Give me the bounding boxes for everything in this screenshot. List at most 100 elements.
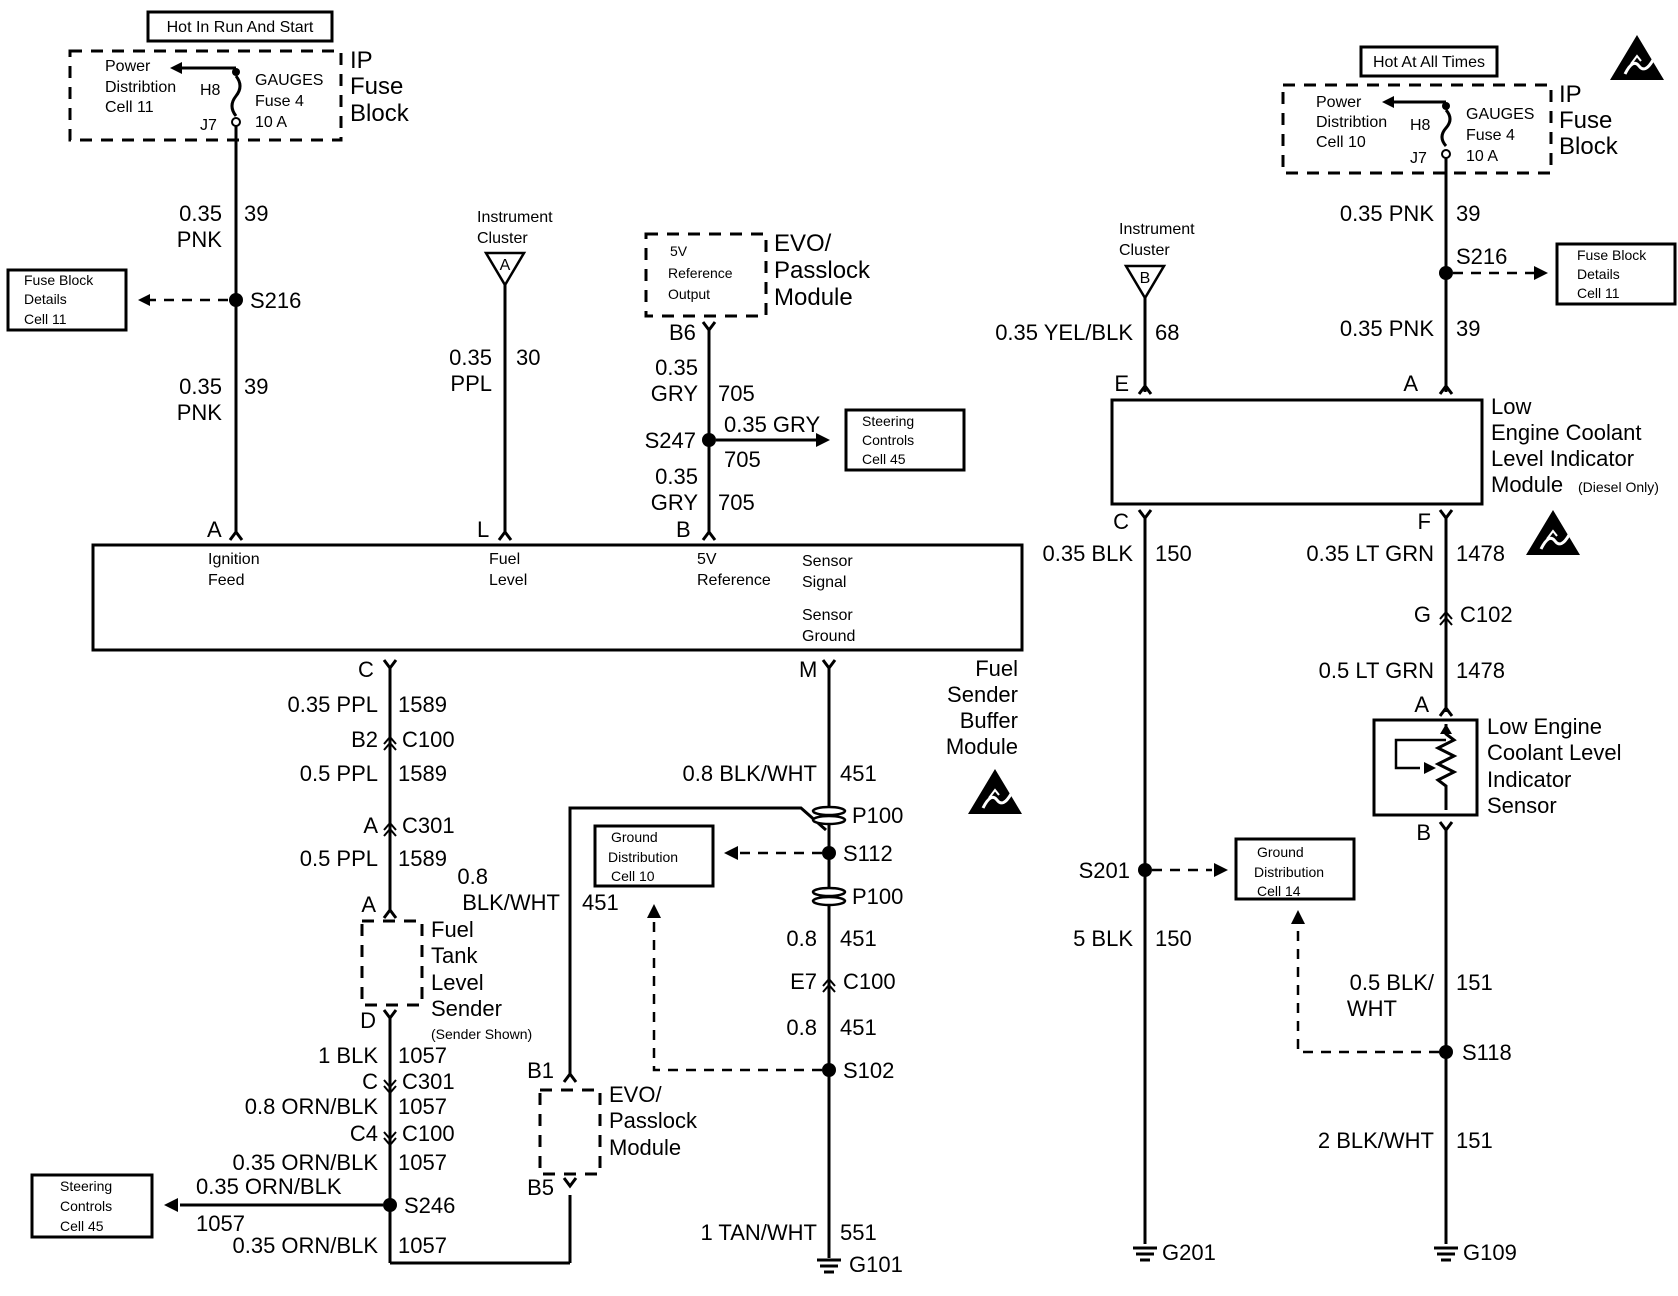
svg-text:D: D [360,1008,376,1033]
svg-text:0.35 PNK: 0.35 PNK [1340,201,1434,226]
svg-text:0.35: 0.35 [655,464,698,489]
svg-text:A: A [363,813,378,838]
svg-text:5V: 5V [697,551,717,568]
svg-text:0.35 PNK: 0.35 PNK [1340,316,1434,341]
svg-text:0.8 BLK/WHT: 0.8 BLK/WHT [683,761,817,786]
svg-text:451: 451 [840,1015,877,1040]
svg-text:P100: P100 [852,803,903,828]
svg-text:E: E [1114,371,1129,396]
ref-fuse-block-right: Fuse Block Details Cell 11 [1555,242,1677,306]
svg-text:Sensor: Sensor [802,607,853,624]
right-power-header: Hot At All Times [1359,45,1499,78]
svg-text:GAUGES: GAUGES [1466,106,1534,123]
svg-text:C100: C100 [843,969,896,994]
svg-text:Cell 45: Cell 45 [862,451,906,467]
svg-text:Cell 11: Cell 11 [105,99,154,116]
svg-text:G109: G109 [1463,1240,1517,1265]
svg-text:0.35 LT GRN: 0.35 LT GRN [1306,541,1434,566]
svg-text:Details: Details [1577,266,1620,282]
svg-text:S246: S246 [404,1193,455,1218]
svg-text:Distribution: Distribution [608,849,678,865]
svg-text:EVO/: EVO/ [609,1082,662,1107]
svg-text:0.8: 0.8 [786,926,817,951]
svg-text:B: B [676,517,691,542]
svg-text:Cell 10: Cell 10 [611,868,655,884]
svg-text:PPL: PPL [450,371,492,396]
svg-text:1 TAN/WHT: 1 TAN/WHT [700,1220,817,1245]
p100-top-connector: P100 [811,803,903,828]
svg-text:S102: S102 [843,1058,894,1083]
svg-text:C: C [362,1069,378,1094]
svg-text:Reference: Reference [668,265,733,281]
svg-text:PNK: PNK [177,227,223,252]
svg-text:EVO/: EVO/ [774,230,832,257]
instrument-cluster-a: Instrument Cluster A 0.35 PPL 30 [449,209,553,534]
svg-text:1057: 1057 [196,1211,245,1236]
svg-text:C100: C100 [402,1121,455,1146]
svg-text:Module: Module [946,734,1018,759]
svg-text:Instrument: Instrument [1119,221,1195,238]
ground-g109-icon [1434,1246,1458,1262]
svg-text:Low Engine: Low Engine [1487,714,1602,739]
svg-text:G: G [1414,602,1431,627]
evo-passlock-bottom: B1 EVO/ Passlock Module B5 0.8 BLK/WHT 4… [457,806,827,1200]
svg-text:Cell 11: Cell 11 [24,311,67,327]
svg-text:1057: 1057 [398,1094,447,1119]
svg-text:Sender: Sender [431,996,502,1021]
svg-text:WHT: WHT [1347,996,1397,1021]
svg-text:S216: S216 [250,288,301,313]
svg-text:G201: G201 [1162,1240,1216,1265]
wire-fuel-level-chain: C 0.35 PPL 1589 B2 C100 0.5 PPL 1589 A C… [287,657,455,919]
svg-text:C102: C102 [1460,602,1513,627]
svg-text:Fuel: Fuel [489,551,520,568]
instrument-cluster-b: Instrument Cluster B 0.35 YEL/BLK 68 E [995,221,1195,396]
svg-text:Hot At All Times: Hot At All Times [1373,54,1485,71]
svg-text:Indicator: Indicator [1487,767,1571,792]
svg-text:0.8 ORN/BLK: 0.8 ORN/BLK [245,1094,379,1119]
svg-text:Distribution: Distribution [1254,864,1324,880]
svg-text:150: 150 [1155,541,1192,566]
svg-text:Power: Power [1316,94,1362,111]
svg-text:Low: Low [1491,394,1531,419]
svg-text:S216: S216 [1456,244,1507,269]
svg-text:Fuse Block: Fuse Block [1577,247,1647,263]
svg-text:Buffer: Buffer [960,708,1018,733]
svg-text:1478: 1478 [1456,541,1505,566]
svg-text:B: B [1140,270,1151,287]
svg-text:B: B [1416,820,1431,845]
svg-text:0.35 ORN/BLK: 0.35 ORN/BLK [196,1174,342,1199]
svg-text:C: C [358,657,374,682]
svg-text:S201: S201 [1079,858,1130,883]
ref-steering-bottom: Steering Controls Cell 45 [30,1173,154,1239]
svg-text:Fuse 4: Fuse 4 [1466,127,1515,144]
svg-text:1478: 1478 [1456,658,1505,683]
svg-text:J7: J7 [1410,150,1427,167]
svg-text:F: F [1418,509,1431,534]
svg-text:451: 451 [840,761,877,786]
svg-text:C100: C100 [402,727,455,752]
svg-text:151: 151 [1456,970,1493,995]
svg-text:B5: B5 [527,1175,554,1200]
svg-text:Ignition: Ignition [208,551,260,568]
svg-text:39: 39 [244,374,268,399]
svg-text:Steering: Steering [862,413,914,429]
svg-text:GRY: GRY [651,381,699,406]
svg-text:H8: H8 [200,82,221,99]
svg-text:Details: Details [24,291,67,307]
wire-coolant-module-ground: C 0.35 BLK 150 S201 5 BLK 150 G201 [1042,509,1228,1265]
svg-text:Block: Block [1559,133,1619,160]
svg-text:Signal: Signal [802,574,846,591]
svg-text:A: A [207,517,222,542]
svg-text:Fuse Block: Fuse Block [24,272,94,288]
svg-text:Instrument: Instrument [477,209,553,226]
svg-text:Feed: Feed [208,572,244,589]
svg-text:10 A: 10 A [1466,148,1498,165]
wire-sender-ground-chain: 1 BLK 1057 C C301 0.8 ORN/BLK 1057 C4 C1… [164,1016,572,1265]
svg-text:451: 451 [582,890,619,915]
svg-text:0.35: 0.35 [655,355,698,380]
svg-text:1057: 1057 [398,1233,447,1258]
svg-text:Power: Power [105,58,151,75]
svg-text:0.5 PPL: 0.5 PPL [300,761,378,786]
svg-text:Cluster: Cluster [1119,242,1170,259]
